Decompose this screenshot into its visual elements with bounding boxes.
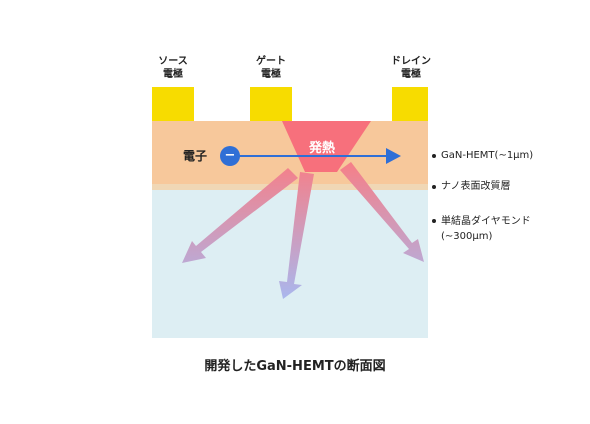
nano-layer-marker xyxy=(432,185,436,189)
electron-arrowhead xyxy=(386,148,401,164)
diamond-layer-label-line2: (∼300μm) xyxy=(441,231,493,242)
diamond-layer-label-line1: 単結晶ダイヤモンド xyxy=(441,216,531,227)
heat-arrow-center xyxy=(279,172,314,299)
diamond-layer-marker xyxy=(432,219,436,223)
drain-electrode xyxy=(392,87,428,121)
nano-layer xyxy=(152,184,428,190)
diagram-caption: 開発したGaN-HEMTの断面図 xyxy=(204,359,386,374)
nano-layer-label: ナノ表面改質層 xyxy=(441,181,511,192)
source-electrode xyxy=(152,87,194,121)
minus-sign: − xyxy=(224,148,236,163)
gate-electrode-label: ゲート 電極 xyxy=(256,56,286,80)
gan-layer-marker xyxy=(432,154,436,158)
electron-label: 電子 xyxy=(183,149,208,163)
heat-arrow-left xyxy=(182,168,298,263)
source-electrode-label: ソース 電極 xyxy=(158,56,188,80)
diamond-layer-label: 単結晶ダイヤモンド (∼300μm) xyxy=(441,214,531,244)
heat-source xyxy=(282,121,371,172)
heat-arrow-right xyxy=(340,162,424,262)
gan-layer-label: GaN-HEMT(∼1μm) xyxy=(441,150,534,161)
electron-flow xyxy=(220,146,401,166)
heat-arrows xyxy=(182,162,424,299)
electron-icon xyxy=(220,146,240,166)
heat-label: 発熱 xyxy=(309,141,336,156)
gate-electrode xyxy=(250,87,292,121)
drain-electrode-label: ドレイン 電極 xyxy=(391,56,431,80)
